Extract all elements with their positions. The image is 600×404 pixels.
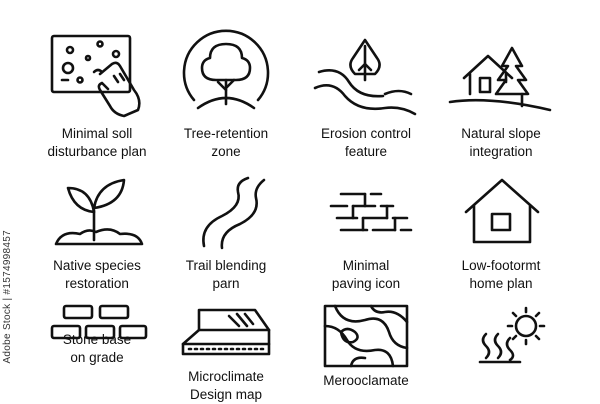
paving-bricks-icon — [291, 172, 441, 252]
icon-label: Tree-retention zone — [183, 126, 269, 159]
icon-label: Trail blending parn — [185, 258, 267, 291]
icon-cell-erosion-control: Erosion control feature — [291, 28, 441, 159]
icon-label: Minimal soll disturbance plan — [47, 126, 147, 159]
icon-cell-native-species: Native species restoration — [22, 172, 172, 291]
icon-cell-tree-retention: Tree-retention zone — [151, 28, 301, 159]
icon-label: Erosion control feature — [320, 126, 412, 159]
icon-cell-low-footprint: Low-footormt home plan — [426, 172, 576, 291]
icon-label: Merooclamate — [323, 373, 409, 388]
hand-touch-map-icon — [22, 28, 172, 118]
slab-on-grade-icon — [151, 304, 301, 360]
icon-cell-sun-heat — [426, 304, 576, 364]
sun-heat-icon — [426, 304, 576, 364]
icon-cell-natural-slope: Natural slope integration — [426, 28, 576, 159]
icon-label: Microclimate Design map — [188, 369, 264, 402]
sprout-icon — [22, 172, 172, 252]
icon-label: Natural slope integration — [461, 126, 541, 159]
house-slope-icon — [426, 28, 576, 118]
icon-cell-minimal-paving: Minimal paving icon — [291, 172, 441, 291]
icon-cell-stone-base: Stone base on grade — [22, 304, 172, 365]
icon-label: Minimal paving icon — [331, 258, 401, 291]
tree-river-icon — [291, 28, 441, 118]
stone-blocks-icon — [22, 304, 172, 344]
icon-label: Native species restoration — [53, 258, 141, 291]
icon-cell-soil-disturbance: Minimal soll disturbance plan — [22, 28, 172, 159]
icon-cell-microclimate: Microclimate Design map — [151, 304, 301, 402]
icon-label: Low-footormt home plan — [461, 258, 541, 291]
icon-label: Stone base on grade — [62, 332, 132, 365]
trail-path-icon — [151, 172, 301, 252]
stock-watermark-id: Adobe Stock | #1574998457 — [2, 230, 13, 364]
house-outline-icon — [426, 172, 576, 252]
icon-cell-contour-map: Merooclamate — [291, 304, 441, 388]
icon-cell-trail-blending: Trail blending parn — [151, 172, 301, 291]
tree-circle-icon — [151, 28, 301, 118]
contour-map-icon — [291, 304, 441, 368]
